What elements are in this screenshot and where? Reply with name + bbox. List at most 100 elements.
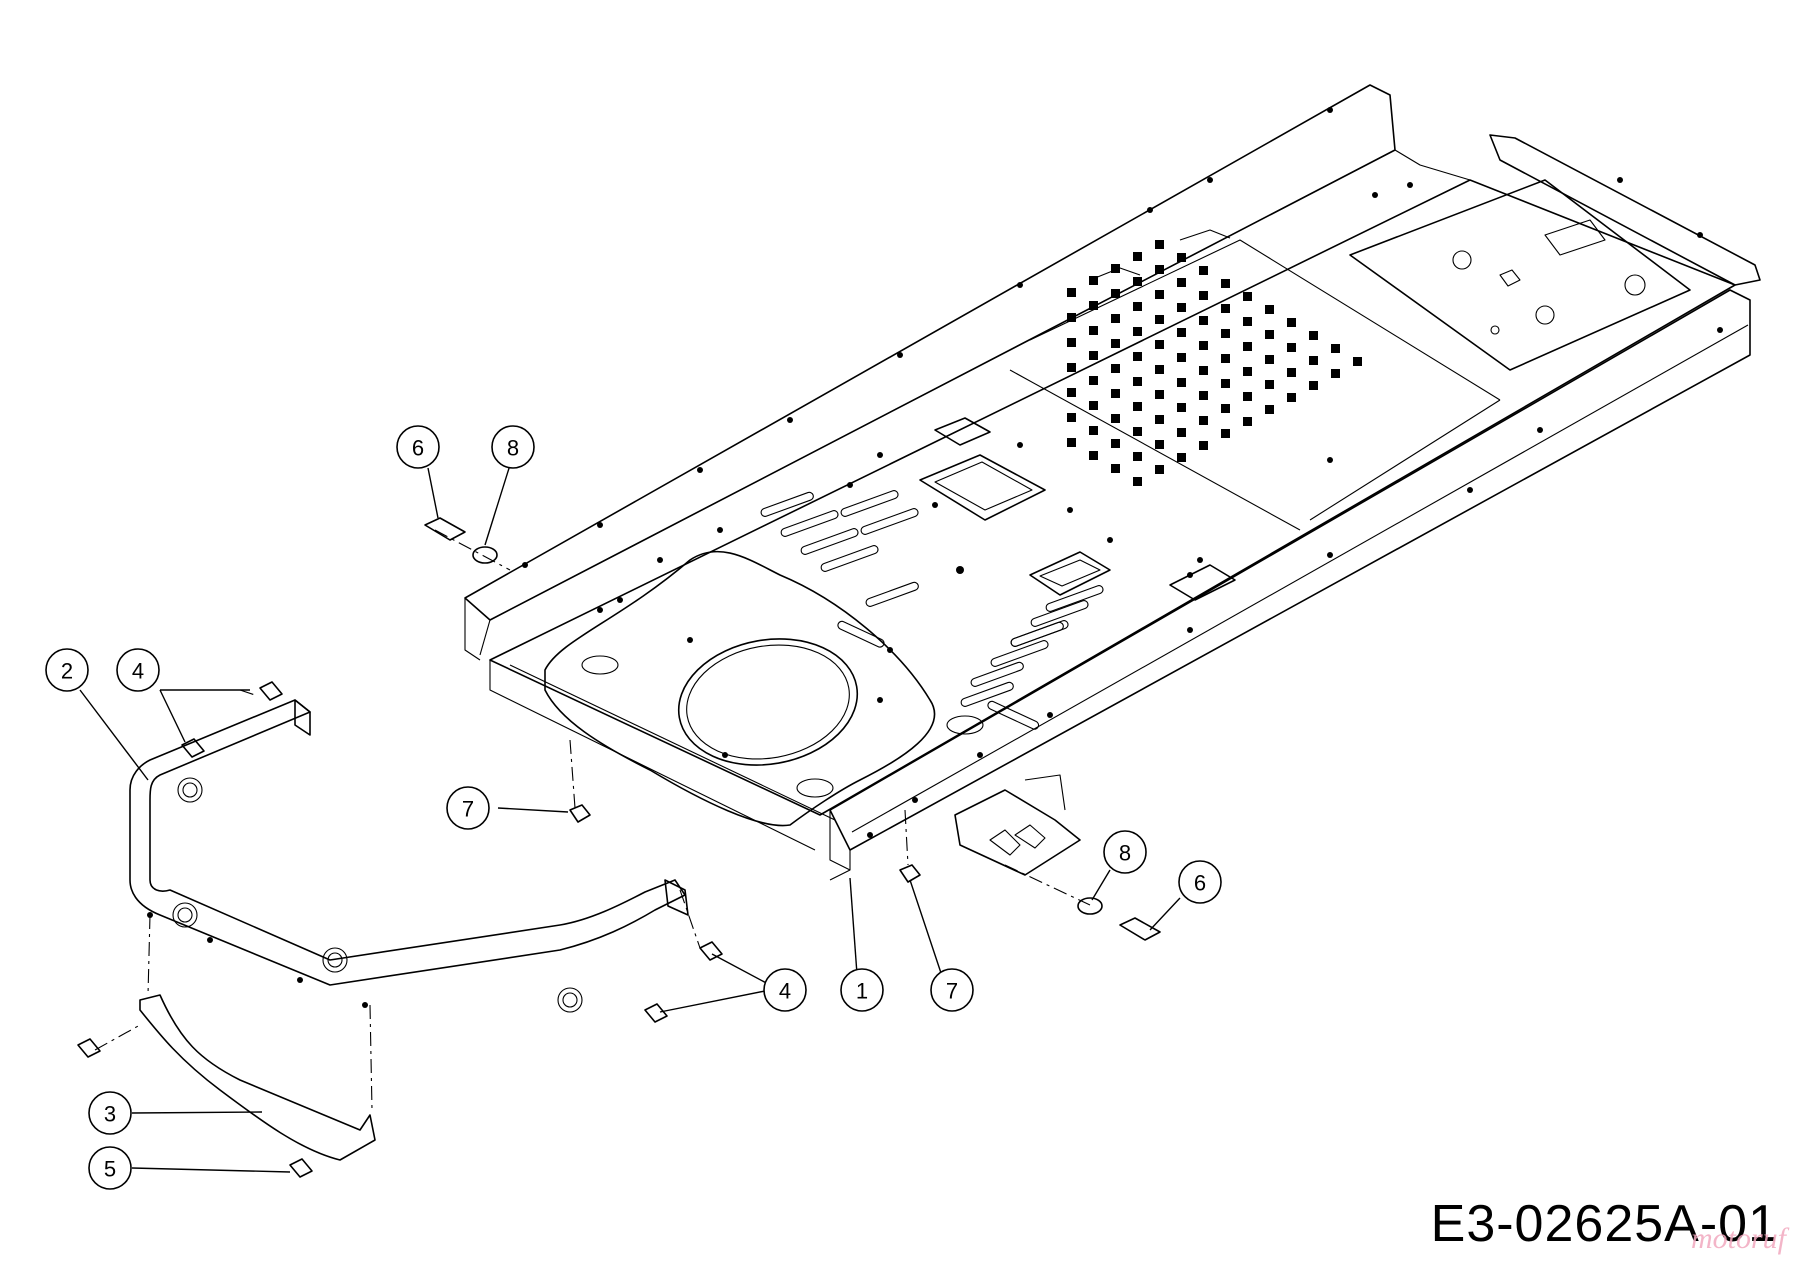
vent-hole: [1133, 252, 1142, 261]
vent-hole: [1111, 339, 1120, 348]
vent-hole: [1133, 377, 1142, 386]
vent-hole: [1177, 303, 1186, 312]
vent-hole: [1155, 465, 1164, 474]
vent-hole: [1243, 342, 1252, 351]
callout-8b: 8: [1103, 830, 1147, 874]
vent-hole: [1331, 344, 1340, 353]
vent-hole: [1287, 393, 1296, 402]
frame-holes: [522, 107, 1723, 838]
vent-hole: [1199, 341, 1208, 350]
vent-hole: [1067, 313, 1076, 322]
callout-8b-label: 8: [1119, 841, 1131, 866]
vent-hole: [1155, 315, 1164, 324]
callout-7a: 7: [446, 786, 490, 830]
vent-hole: [1309, 381, 1318, 390]
vent-hole-grid: [1067, 240, 1362, 486]
vent-hole: [1067, 388, 1076, 397]
underside-bracket: [954, 774, 1081, 876]
vent-hole: [1265, 305, 1274, 314]
vent-hole: [1155, 365, 1164, 374]
vent-hole: [1155, 265, 1164, 274]
vent-hole: [1243, 317, 1252, 326]
vent-hole: [1111, 314, 1120, 323]
callout-4b: 4: [763, 968, 807, 1012]
vent-hole: [1089, 401, 1098, 410]
lower-plate: [139, 994, 376, 1161]
vent-hole: [1111, 414, 1120, 423]
vent-hole: [1067, 338, 1076, 347]
callout-5-label: 5: [104, 1157, 116, 1182]
vent-hole: [1309, 356, 1318, 365]
drawing-code: E3-02625A-01: [1430, 1195, 1778, 1253]
callout-6a-label: 6: [412, 436, 424, 461]
floor-pockets: [919, 417, 1236, 601]
vent-hole: [1155, 240, 1164, 249]
callout-3: 3: [88, 1091, 132, 1135]
vent-hole: [1133, 352, 1142, 361]
vent-hole: [1089, 426, 1098, 435]
callout-4a-label: 4: [132, 659, 144, 684]
vent-hole: [1133, 427, 1142, 436]
vent-hole: [1331, 369, 1340, 378]
vent-hole: [1155, 340, 1164, 349]
vent-hole: [1067, 413, 1076, 422]
vent-hole: [1067, 288, 1076, 297]
vent-hole: [1177, 428, 1186, 437]
callout-7b-label: 7: [946, 979, 958, 1004]
callout-7b: 7: [930, 968, 974, 1012]
vent-hole: [1199, 391, 1208, 400]
vent-hole: [1265, 355, 1274, 364]
callout-8a-label: 8: [507, 436, 519, 461]
vent-hole: [1089, 301, 1098, 310]
frame-assembly: [464, 84, 1761, 881]
callout-1-label: 1: [856, 979, 868, 1004]
callout-1: 1: [840, 968, 884, 1012]
vent-hole: [1089, 376, 1098, 385]
vent-hole: [1265, 330, 1274, 339]
vent-hole: [1177, 253, 1186, 262]
callouts: [79, 464, 1181, 1173]
vent-hole: [1177, 403, 1186, 412]
vent-hole: [1287, 318, 1296, 327]
callout-3-label: 3: [104, 1102, 116, 1127]
vent-slots: [760, 490, 1104, 730]
vent-hole: [1133, 327, 1142, 336]
vent-hole: [1133, 452, 1142, 461]
callout-4a: 4: [116, 648, 160, 692]
vent-hole: [1199, 366, 1208, 375]
vent-hole: [1177, 328, 1186, 337]
vent-hole: [1287, 368, 1296, 377]
callout-6b: 6: [1178, 860, 1222, 904]
callout-2-label: 2: [61, 659, 73, 684]
vent-hole: [1111, 439, 1120, 448]
vent-hole: [1089, 326, 1098, 335]
vent-hole: [1199, 441, 1208, 450]
vent-hole: [1111, 289, 1120, 298]
front-bumper-bar: [129, 699, 689, 1013]
vent-hole: [1221, 429, 1230, 438]
vent-hole: [1111, 464, 1120, 473]
callout-8a: 8: [491, 425, 535, 469]
vent-hole: [1221, 279, 1230, 288]
vent-hole: [1265, 405, 1274, 414]
vent-hole: [1133, 302, 1142, 311]
vent-hole: [1221, 354, 1230, 363]
vent-hole: [1177, 278, 1186, 287]
callout-6b-label: 6: [1194, 871, 1206, 896]
vent-hole: [1199, 316, 1208, 325]
vent-hole: [1199, 266, 1208, 275]
center-opening: [544, 550, 984, 827]
vent-hole: [1133, 402, 1142, 411]
vent-hole: [1089, 451, 1098, 460]
vent-hole: [1111, 364, 1120, 373]
watermark-logo: motoruf: [1690, 1222, 1786, 1255]
vent-hole: [1111, 389, 1120, 398]
vent-hole: [1199, 416, 1208, 425]
vent-hole: [1177, 378, 1186, 387]
callout-6a: 6: [396, 425, 440, 469]
vent-hole: [1089, 351, 1098, 360]
callout-7a-label: 7: [462, 797, 474, 822]
vent-hole: [1155, 440, 1164, 449]
vent-hole: [1177, 353, 1186, 362]
